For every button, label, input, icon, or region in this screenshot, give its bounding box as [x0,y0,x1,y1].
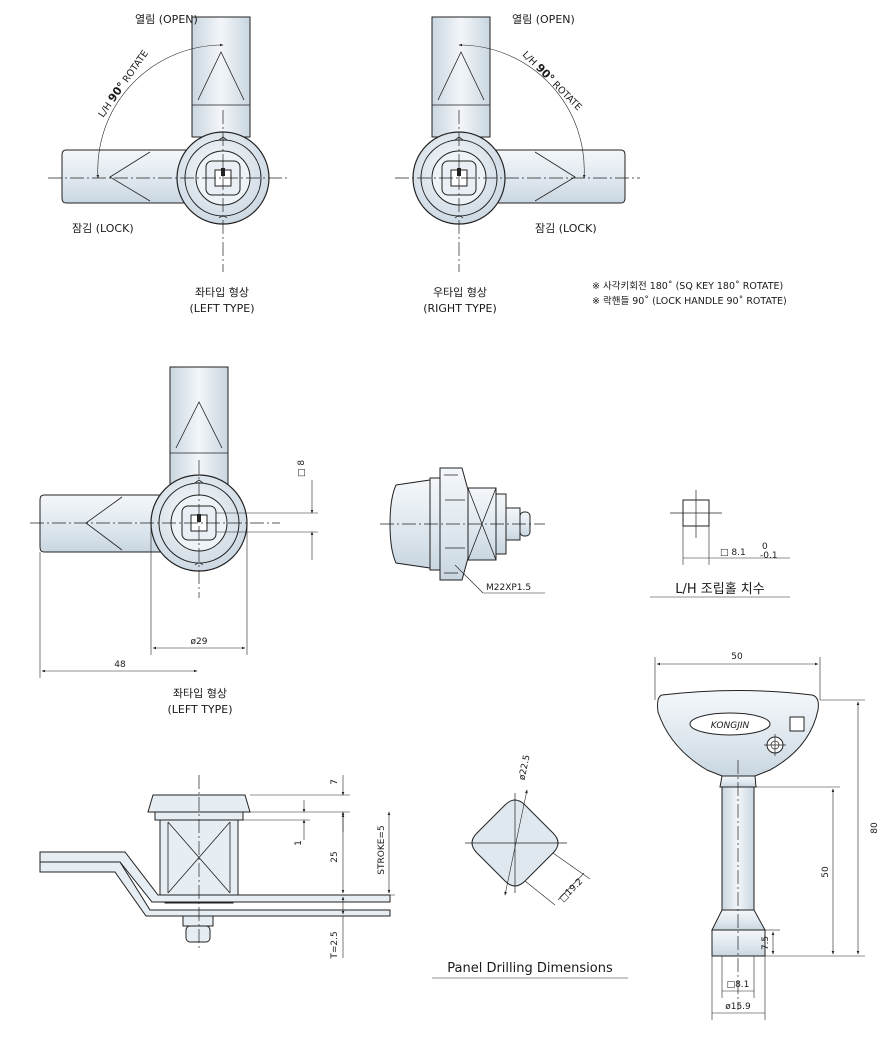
key-dim-total: 80 [870,822,880,834]
left-open-label: 열림 (OPEN) [135,13,198,26]
key-view [654,657,865,1020]
right-caption-en: (RIGHT TYPE) [423,302,497,315]
section-dim-body: 25 [330,851,340,862]
key-dim-width: 50 [731,652,743,662]
section-dim-stroke: STROKE=5 [377,825,387,874]
hole-tol-lower: -0.1 [760,551,778,561]
hole-title: L/H 조립홀 치수 [675,582,765,597]
front-dim-diameter: ø29 [191,637,208,647]
key-dim-diameter: ø15.9 [725,1002,751,1012]
left-lock-label: 잠김 (LOCK) [72,222,134,235]
hole-detail [650,490,790,598]
front-caption-en: (LEFT TYPE) [167,703,232,716]
section-dim-t: T=2.5 [330,931,340,959]
hole-tol-upper: 0 [762,542,768,552]
front-dim-length: 48 [114,660,126,670]
side-thread-label: M22XP1.5 [486,583,531,593]
right-type-view [395,16,640,272]
front-dim-square: □ 8 [297,460,307,477]
section-view [39,775,395,958]
hole-dim-main: □ 8.1 [720,548,746,558]
left-caption-ko: 좌타입 형상 [195,286,249,299]
right-caption-ko: 우타입 형상 [433,286,487,299]
front-caption-ko: 좌타입 형상 [173,687,227,700]
section-dim-top: 7 [330,779,340,785]
panel-drilling [465,789,591,906]
section-dim-gap: 1 [294,840,304,846]
left-type-view [48,16,290,272]
key-dim-tip: 7.5 [761,936,771,950]
note-sq-key: ※ 사각키회전 180˚ (SQ KEY 180˚ ROTATE) [592,280,783,292]
side-view [380,467,545,594]
key-dim-square: □8.1 [727,980,750,990]
panel-dim-square: □19.2 [558,877,585,904]
key-dim-shaft: 50 [821,866,831,878]
key-brand: KONGJIN [711,721,750,731]
right-open-label: 열림 (OPEN) [512,13,575,26]
right-lock-label: 잠김 (LOCK) [535,222,597,235]
left-caption-en: (LEFT TYPE) [189,302,254,315]
front-view [30,366,318,678]
note-lock-handle: ※ 락핸들 90˚ (LOCK HANDLE 90˚ ROTATE) [592,295,787,307]
panel-title: Panel Drilling Dimensions [447,961,613,976]
left-rotate-label: L/H 90° ROTATE [95,47,151,119]
right-rotate-label: L/H 90° ROTATE [520,48,585,113]
panel-dim-diameter: ø22.5 [517,754,532,781]
